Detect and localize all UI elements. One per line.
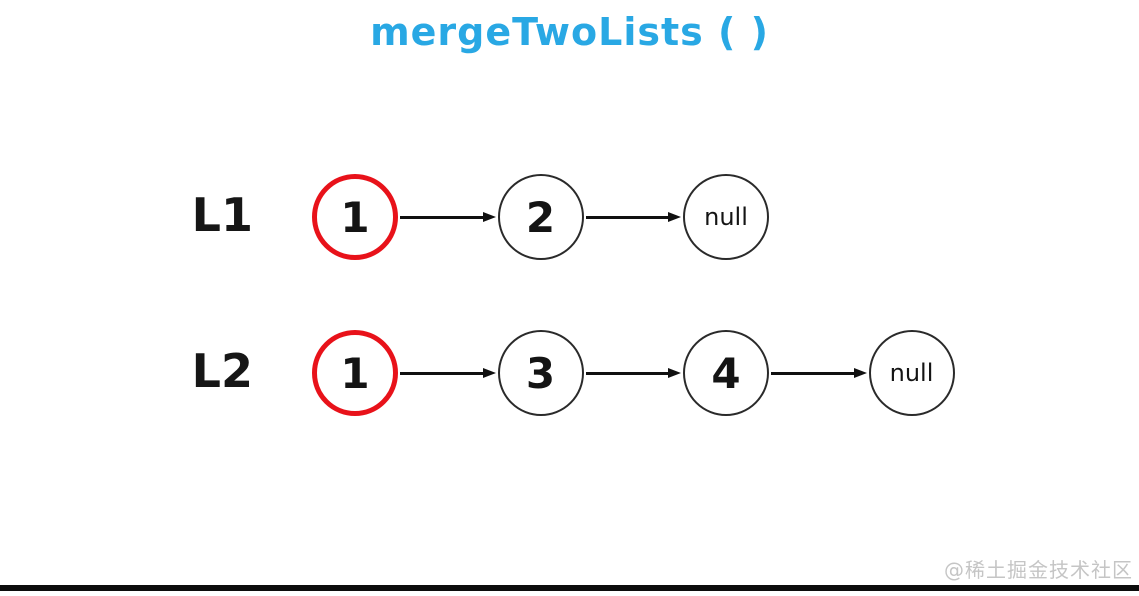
arrow-head-icon	[668, 211, 681, 222]
next-pointer-arrow	[771, 371, 856, 375]
list-node-highlighted: 1	[312, 330, 398, 416]
next-pointer-arrow	[400, 215, 485, 219]
arrow-head-icon	[853, 367, 867, 378]
list-label-l1: L1	[191, 187, 253, 242]
list-node-null: null	[683, 174, 769, 260]
next-pointer-arrow	[400, 371, 485, 375]
watermark: @稀土掘金技术社区	[944, 558, 1133, 582]
list-node: 3	[497, 330, 584, 416]
arrow-head-icon	[482, 211, 496, 222]
bottom-divider	[0, 585, 1139, 591]
next-pointer-arrow	[585, 215, 670, 219]
list-node-null: null	[868, 330, 955, 416]
list-node: 2	[497, 174, 584, 260]
next-pointer-arrow	[585, 371, 670, 375]
list-node-highlighted: 1	[312, 174, 398, 260]
diagram-title: mergeTwoLists ( )	[370, 10, 769, 54]
list-node: 4	[683, 330, 769, 416]
arrow-head-icon	[482, 367, 496, 378]
arrow-head-icon	[668, 367, 681, 378]
list-label-l2: L2	[191, 343, 253, 398]
